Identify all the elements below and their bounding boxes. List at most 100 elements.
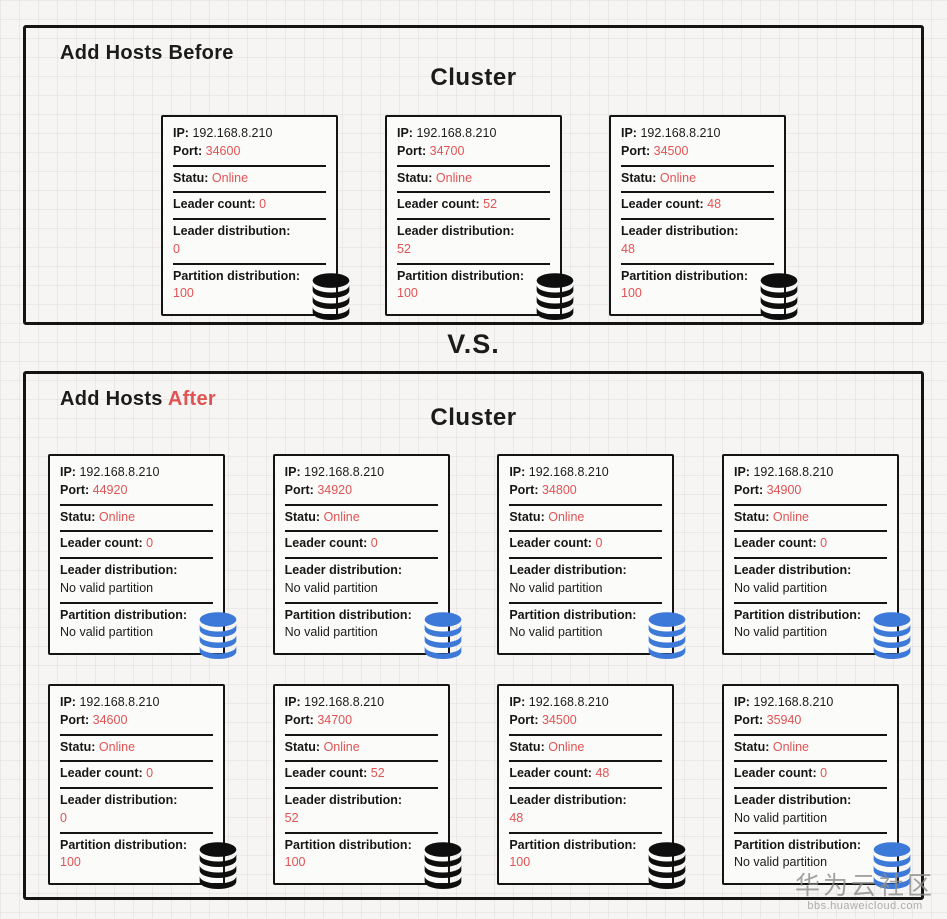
leader-count-section: Leader count: 0 <box>733 530 887 557</box>
database-icon <box>199 612 237 659</box>
port-label: Port: <box>397 143 427 158</box>
status-section: Statu: Online <box>284 733 438 761</box>
after-panel: Add Hosts After Cluster IP: 192.168.8.21… <box>23 371 924 900</box>
leader-count-label: Leader count: <box>284 536 368 551</box>
ip-label: IP: <box>173 126 189 140</box>
ip-line: IP: 192.168.8.210 <box>509 464 662 482</box>
status-section: Statu: Online <box>284 503 438 531</box>
status-value: Online <box>323 739 360 754</box>
port-line: Port: 34500 <box>621 143 774 161</box>
status-section: Statu: Online <box>621 164 774 192</box>
ip-label: IP: <box>733 695 750 709</box>
partition-distribution-label: Partition distribution: <box>173 268 301 283</box>
database-icon <box>873 842 911 889</box>
watermark-site-url: bbs.huaweicloud.com <box>807 900 923 913</box>
partition-distribution-value: No valid partition <box>60 625 154 640</box>
port-line: Port: 34900 <box>734 482 887 500</box>
watermark: 华为云社区 bbs.huaweicloud.com <box>795 872 935 913</box>
leader-distribution-value: No valid partition <box>60 580 154 595</box>
leader-distribution-value: 48 <box>621 241 635 256</box>
status-label: Statu: <box>509 739 545 754</box>
status-section: Statu: Online <box>509 503 663 531</box>
partition-distribution-section: Partition distribution: No valid partiti… <box>733 831 887 877</box>
leader-count-section: Leader count: 0 <box>284 530 438 557</box>
partition-distribution-label: Partition distribution: <box>509 837 637 852</box>
database-icon <box>424 612 461 659</box>
status-value: Online <box>659 170 697 185</box>
after-host-cards-row2: IP: 192.168.8.210 Port: 34600 Statu: Onl… <box>26 684 921 889</box>
leader-distribution-label: Leader distribution: <box>509 563 627 577</box>
partition-distribution-label: Partition distribution: <box>621 268 749 283</box>
status-value: Online <box>98 739 136 754</box>
partition-distribution-section: Partition distribution: 100 <box>173 262 326 308</box>
status-label: Statu: <box>397 170 433 185</box>
host-address-section: IP: 192.168.8.210 Port: 34600 <box>60 691 213 734</box>
database-icon <box>648 842 686 889</box>
before-host-cards: IP: 192.168.8.210 Port: 34600 Statu: Onl… <box>26 115 921 320</box>
partition-distribution-label: Partition distribution: <box>60 607 188 622</box>
leader-count-value: 48 <box>595 766 610 781</box>
port-value: 34800 <box>541 482 577 497</box>
port-value: 35940 <box>766 712 802 727</box>
ip-value: 192.168.8.210 <box>753 465 834 479</box>
leader-count-label: Leader count: <box>284 766 368 781</box>
port-label: Port: <box>284 712 314 727</box>
partition-distribution-value: No valid partition <box>509 625 603 640</box>
leader-distribution-section: Leader distribution: No valid partition <box>509 557 663 602</box>
partition-distribution-label: Partition distribution: <box>397 268 525 283</box>
ip-line: IP: 192.168.8.210 <box>734 464 887 482</box>
host-card: IP: 192.168.8.210 Port: 35940 Statu: Onl… <box>721 684 911 889</box>
database-icon <box>648 612 686 659</box>
ip-label: IP: <box>284 465 301 479</box>
leader-count-value: 48 <box>707 197 722 212</box>
leader-count-value: 0 <box>820 766 828 781</box>
partition-distribution-label: Partition distribution: <box>284 607 412 622</box>
after-host-cards-row1: IP: 192.168.8.210 Port: 44920 Statu: Onl… <box>26 454 921 659</box>
host-card: IP: 192.168.8.210 Port: 34700 Statu: Onl… <box>272 684 461 889</box>
leader-count-label: Leader count: <box>509 536 592 551</box>
status-value: Online <box>548 739 585 754</box>
port-line: Port: 44920 <box>60 482 213 500</box>
leader-distribution-value: No valid partition <box>509 580 603 595</box>
host-card: IP: 192.168.8.210 Port: 34500 Statu: Onl… <box>609 115 798 320</box>
ip-value: 192.168.8.210 <box>640 126 721 140</box>
host-address-section: IP: 192.168.8.210 Port: 34700 <box>285 691 438 734</box>
status-section: Statu: Online <box>60 733 213 761</box>
status-label: Statu: <box>733 739 770 754</box>
leader-count-section: Leader count: 0 <box>173 191 326 218</box>
ip-value: 192.168.8.210 <box>528 695 609 709</box>
watermark-community-name: 华为云社区 <box>794 871 935 900</box>
leader-distribution-section: Leader distribution: 48 <box>621 218 774 263</box>
host-address-section: IP: 192.168.8.210 Port: 35940 <box>734 691 887 734</box>
port-label: Port: <box>284 482 314 497</box>
port-label: Port: <box>60 712 90 727</box>
partition-distribution-section: Partition distribution: No valid partiti… <box>509 601 663 647</box>
port-value: 34700 <box>429 143 465 158</box>
leader-count-value: 0 <box>370 536 378 551</box>
host-address-section: IP: 192.168.8.210 Port: 34700 <box>397 122 550 165</box>
leader-distribution-label: Leader distribution: <box>284 563 403 577</box>
leader-count-section: Leader count: 0 <box>60 530 213 557</box>
leader-count-label: Leader count: <box>621 197 704 212</box>
leader-count-value: 0 <box>820 536 828 551</box>
leader-count-label: Leader count: <box>509 766 592 781</box>
leader-count-value: 0 <box>595 536 603 551</box>
partition-distribution-label: Partition distribution: <box>509 607 637 622</box>
leader-count-label: Leader count: <box>733 536 817 551</box>
status-label: Statu: <box>60 739 96 754</box>
partition-distribution-label: Partition distribution: <box>733 837 862 852</box>
leader-distribution-value: 52 <box>284 810 299 825</box>
partition-distribution-section: Partition distribution: No valid partiti… <box>284 601 438 647</box>
status-label: Statu: <box>621 170 657 185</box>
ip-label: IP: <box>621 126 637 140</box>
port-line: Port: 35940 <box>734 712 887 730</box>
port-label: Port: <box>621 143 651 158</box>
ip-value: 192.168.8.210 <box>753 695 834 709</box>
port-line: Port: 34700 <box>285 712 438 730</box>
leader-distribution-label: Leader distribution: <box>621 224 739 238</box>
port-line: Port: 34700 <box>397 143 550 161</box>
port-line: Port: 34920 <box>285 482 438 500</box>
leader-distribution-label: Leader distribution: <box>60 793 178 807</box>
database-icon <box>312 273 350 320</box>
before-panel-title: Add Hosts Before <box>60 42 234 65</box>
